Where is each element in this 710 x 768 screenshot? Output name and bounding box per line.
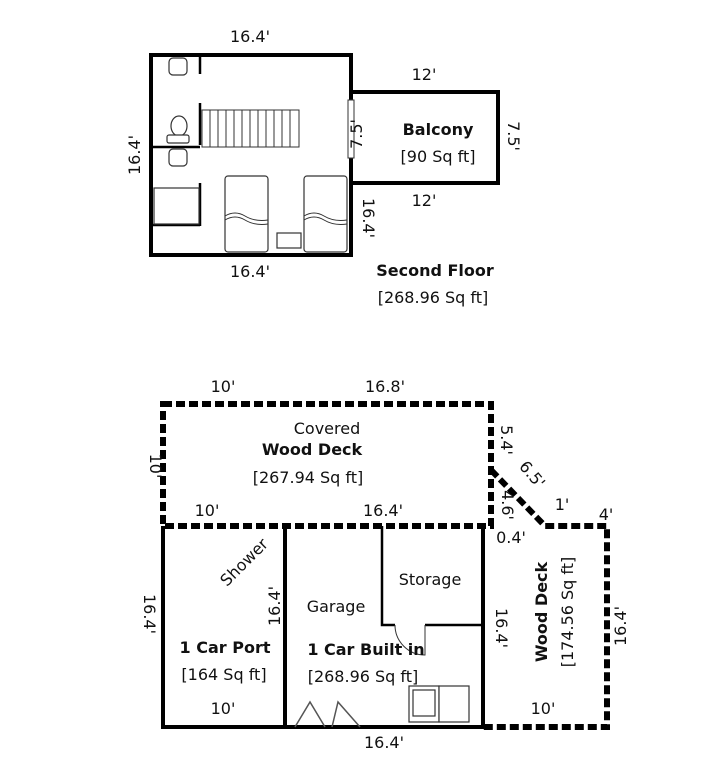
bed-icon (303, 175, 348, 253)
covered-label: Covered (294, 419, 361, 438)
deck-dim-right: 5.4' (497, 425, 516, 455)
wood-deck-dim-bottom: 10' (531, 699, 556, 718)
sliding-door (347, 99, 355, 159)
covered-deck-label: Wood Deck (262, 440, 363, 459)
dim-right: 16.4' (359, 198, 378, 238)
covered-deck-walls (160, 401, 494, 529)
deck-dim-bottom-right: 16.4' (363, 501, 403, 520)
dim-left: 16.4' (125, 135, 144, 175)
second-floor: 16.4' 16.4' 16.4' 16.4' 12' 12' 7.5' 7.5… (125, 27, 523, 307)
washer-dryer-icon (408, 685, 470, 723)
balcony-dim-left: 7.5' (347, 119, 366, 149)
garage-label: Garage (307, 597, 366, 616)
storage-walls (380, 526, 483, 627)
toilet-icon (170, 115, 188, 137)
garage-door-icon (294, 700, 361, 728)
first-floor: 10' 16.8' 10' 10' 16.4' 5.4' 6.5' 4.6' C… (140, 377, 630, 752)
carport-dim-left: 16.4' (140, 594, 159, 634)
carport-dim-bottom: 10' (211, 699, 236, 718)
wood-deck-walls (483, 467, 610, 730)
garage-area: [268.96 Sq ft] (308, 667, 419, 686)
door-icon (394, 624, 426, 656)
second-floor-area: [268.96 Sq ft] (378, 288, 489, 307)
bed-icon (224, 175, 269, 253)
balcony-area: [90 Sq ft] (401, 147, 476, 166)
wood-deck-dim-top-a: 1' (555, 495, 570, 514)
wood-deck-label: Wood Deck (532, 561, 551, 662)
garage-walls (161, 526, 485, 729)
shower-label: Shower (216, 534, 272, 590)
shower-icon (153, 187, 200, 225)
wood-deck-dim-right: 16.4' (611, 606, 630, 646)
balcony-dim-right: 7.5' (504, 121, 523, 151)
stairs-icon (201, 109, 300, 148)
second-floor-title: Second Floor (376, 261, 494, 280)
dim-top: 16.4' (230, 27, 270, 46)
wood-deck-dim-gap: 0.4' (496, 528, 526, 547)
sink-icon (168, 57, 188, 76)
deck-dim-diag: 6.5' (515, 457, 549, 492)
balcony-dim-top: 12' (412, 65, 437, 84)
wood-deck-dim-top-b: 4' (599, 505, 614, 524)
deck-dim-top-left: 10' (211, 377, 236, 396)
sink-icon (168, 148, 188, 167)
storage-label: Storage (399, 570, 462, 589)
wood-deck-area: [174.56 Sq ft] (558, 557, 577, 668)
balcony-dim-bottom: 12' (412, 191, 437, 210)
deck-dim-bottom-left: 10' (195, 501, 220, 520)
dim-bottom: 16.4' (230, 262, 270, 281)
toilet-tank (166, 134, 190, 144)
garage-title: 1 Car Built in (307, 640, 424, 659)
balcony-label: Balcony (403, 120, 474, 139)
nightstand-icon (276, 232, 302, 249)
covered-deck-area: [267.94 Sq ft] (253, 468, 364, 487)
garage-dim-right: 16.4' (492, 608, 511, 648)
deck-dim-left: 10' (146, 454, 165, 479)
carport-dim-divider: 16.4' (265, 586, 284, 626)
carport-area: [164 Sq ft] (181, 665, 266, 684)
deck-dim-diag-inner: 4.6' (498, 490, 517, 520)
deck-dim-top-right: 16.8' (365, 377, 405, 396)
carport-label: 1 Car Port (180, 638, 271, 657)
garage-dim-bottom: 16.4' (364, 733, 404, 752)
